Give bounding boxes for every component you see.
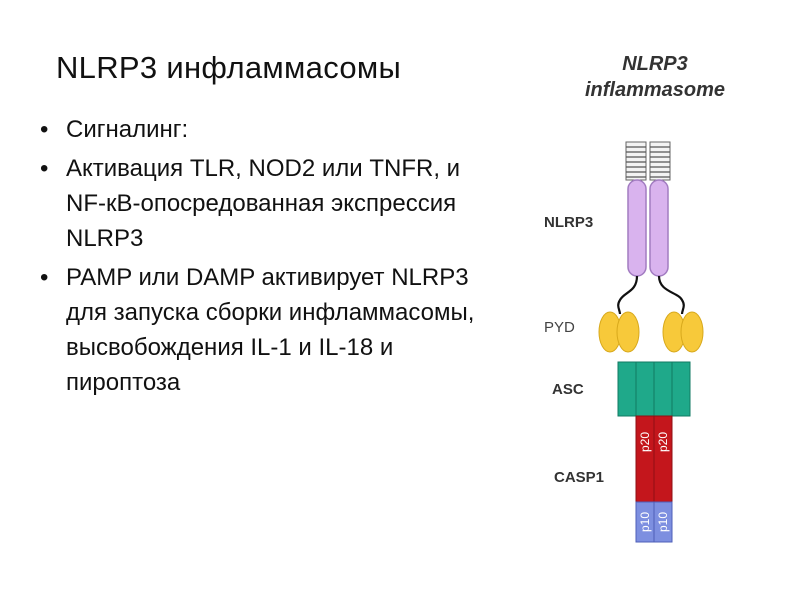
nlrp3-rods	[627, 179, 669, 277]
bullet-text: Активация TLR, NOD2 или TNFR, и NF-кB-оп…	[66, 155, 461, 252]
pyd-domains	[598, 311, 704, 353]
p20-block-left	[635, 415, 655, 503]
pyd-label: PYD	[544, 319, 575, 336]
asc-block	[653, 361, 673, 417]
bullet-item: • Активация TLR, NOD2 или TNFR, и NF-кB-…	[40, 151, 490, 256]
pyd-linkers	[617, 275, 685, 315]
casp1-p10: p10 p10	[635, 501, 673, 543]
p20-block-right	[653, 415, 673, 503]
p20-label: p20	[638, 432, 652, 452]
asc-block	[671, 361, 691, 417]
nlrp3-label: NLRP3	[544, 214, 593, 231]
diagram-title-line1: NLRP3	[622, 53, 688, 75]
inflammasome-diagram: NLRP3 inflammasome	[530, 40, 780, 560]
casp1-label: CASP1	[554, 469, 604, 486]
p20-label: p20	[656, 432, 670, 452]
p10-label: p10	[638, 512, 652, 532]
coil-left	[625, 141, 647, 181]
asc-domain	[617, 361, 691, 417]
bullet-marker: •	[40, 155, 49, 182]
bullet-marker: •	[40, 116, 49, 143]
coil-right	[649, 141, 671, 181]
p10-label: p10	[656, 512, 670, 532]
nlrp3-rod-right	[649, 179, 669, 277]
bullet-marker: •	[40, 264, 49, 291]
inflammasome-svg: NLRP3 inflammasome	[544, 53, 725, 543]
bullet-text: Сигналинг:	[66, 116, 189, 143]
asc-block	[635, 361, 655, 417]
bullet-text: PAMP или DAMP активирует NLRP3 для запус…	[66, 264, 475, 396]
bullet-item: • PAMP или DAMP активирует NLRP3 для зап…	[40, 260, 490, 400]
coil-domain	[625, 141, 671, 181]
diagram-title-line2: inflammasome	[585, 79, 725, 101]
asc-block	[617, 361, 637, 417]
nlrp3-rod-left	[627, 179, 647, 277]
p10-block-right	[653, 501, 673, 543]
pyd-ellipse	[616, 311, 640, 353]
slide-title: NLRP3 инфламмасомы	[56, 50, 402, 85]
pyd-ellipse	[680, 311, 704, 353]
casp1-p20: p20 p20	[635, 415, 673, 503]
coil-stripes	[626, 146, 670, 178]
bullet-item: • Сигналинг:	[40, 112, 490, 147]
asc-label: ASC	[552, 381, 584, 398]
bullet-list: • Сигналинг: • Активация TLR, NOD2 или T…	[40, 112, 490, 404]
